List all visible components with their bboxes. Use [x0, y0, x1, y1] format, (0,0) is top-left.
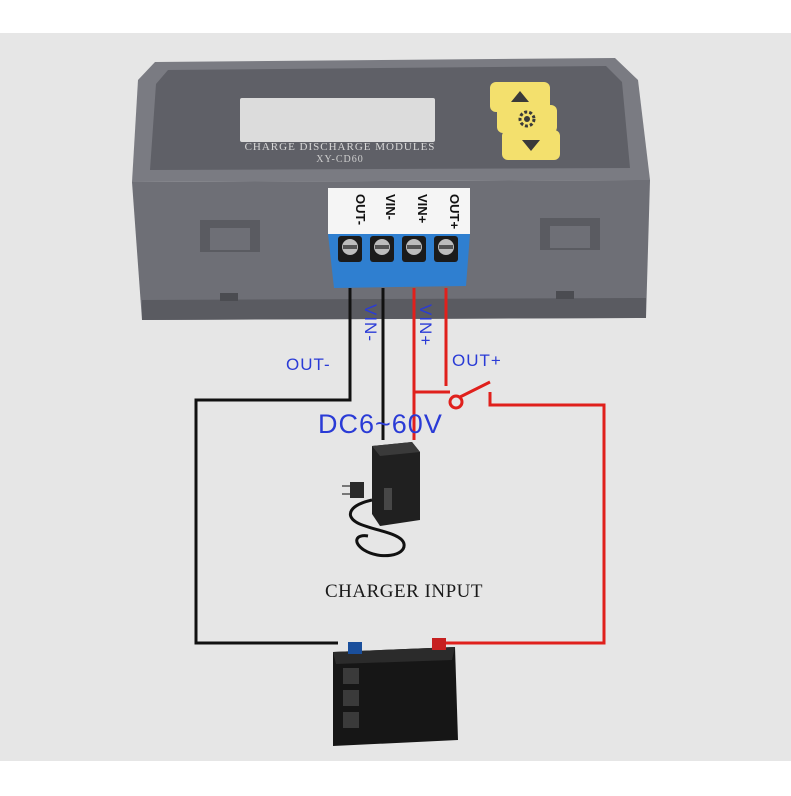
- battery-icon: [333, 638, 458, 746]
- terminal-label-vin-minus: VIN-: [383, 194, 398, 220]
- charger-icon: [342, 442, 420, 558]
- down-arrow-icon: [522, 140, 540, 151]
- battery-positive-terminal: [432, 638, 446, 650]
- plug-icon: [342, 482, 364, 498]
- left-clip: [200, 220, 260, 301]
- set-button[interactable]: [497, 105, 557, 133]
- module-bottom-edge: [142, 298, 646, 320]
- terminal-labels: OUT- VIN- VIN+ OUT+: [353, 194, 462, 229]
- charger-label: CHARGER INPUT: [325, 581, 483, 602]
- module-model: XY-CD60: [316, 154, 364, 165]
- down-button[interactable]: [502, 130, 560, 160]
- terminal-label-out-minus: OUT-: [353, 194, 368, 225]
- up-button[interactable]: [490, 82, 550, 112]
- switch-icon: [448, 380, 491, 410]
- terminal-label-plate: [328, 188, 470, 234]
- wire-out-minus: [194, 288, 352, 645]
- label-out-minus: OUT-: [286, 355, 331, 374]
- terminal-screws: [338, 236, 458, 262]
- screw-out-plus[interactable]: [434, 236, 458, 262]
- module-unit: CHARGE DISCHARGE MODULES XY-CD60: [132, 58, 650, 320]
- screw-out-minus[interactable]: [338, 236, 362, 262]
- terminal-label-vin-plus: VIN+: [415, 194, 430, 224]
- gear-icon: [518, 110, 536, 128]
- wire-out-plus: [440, 392, 606, 645]
- screw-vin-minus[interactable]: [370, 236, 394, 262]
- lcd-screen: [240, 98, 435, 142]
- right-clip: [540, 218, 600, 299]
- wires: [194, 288, 606, 645]
- label-vin-plus: VIN+: [416, 304, 435, 346]
- screw-vin-plus[interactable]: [402, 236, 426, 262]
- label-out-plus: OUT+: [452, 351, 502, 370]
- voltage-label: DC6~60V: [318, 409, 443, 439]
- terminal-label-out-plus: OUT+: [447, 194, 462, 229]
- up-arrow-icon: [511, 91, 529, 102]
- module-title: CHARGE DISCHARGE MODULES: [245, 141, 436, 153]
- label-vin-minus: VIN-: [361, 304, 380, 342]
- battery-negative-terminal: [348, 642, 362, 654]
